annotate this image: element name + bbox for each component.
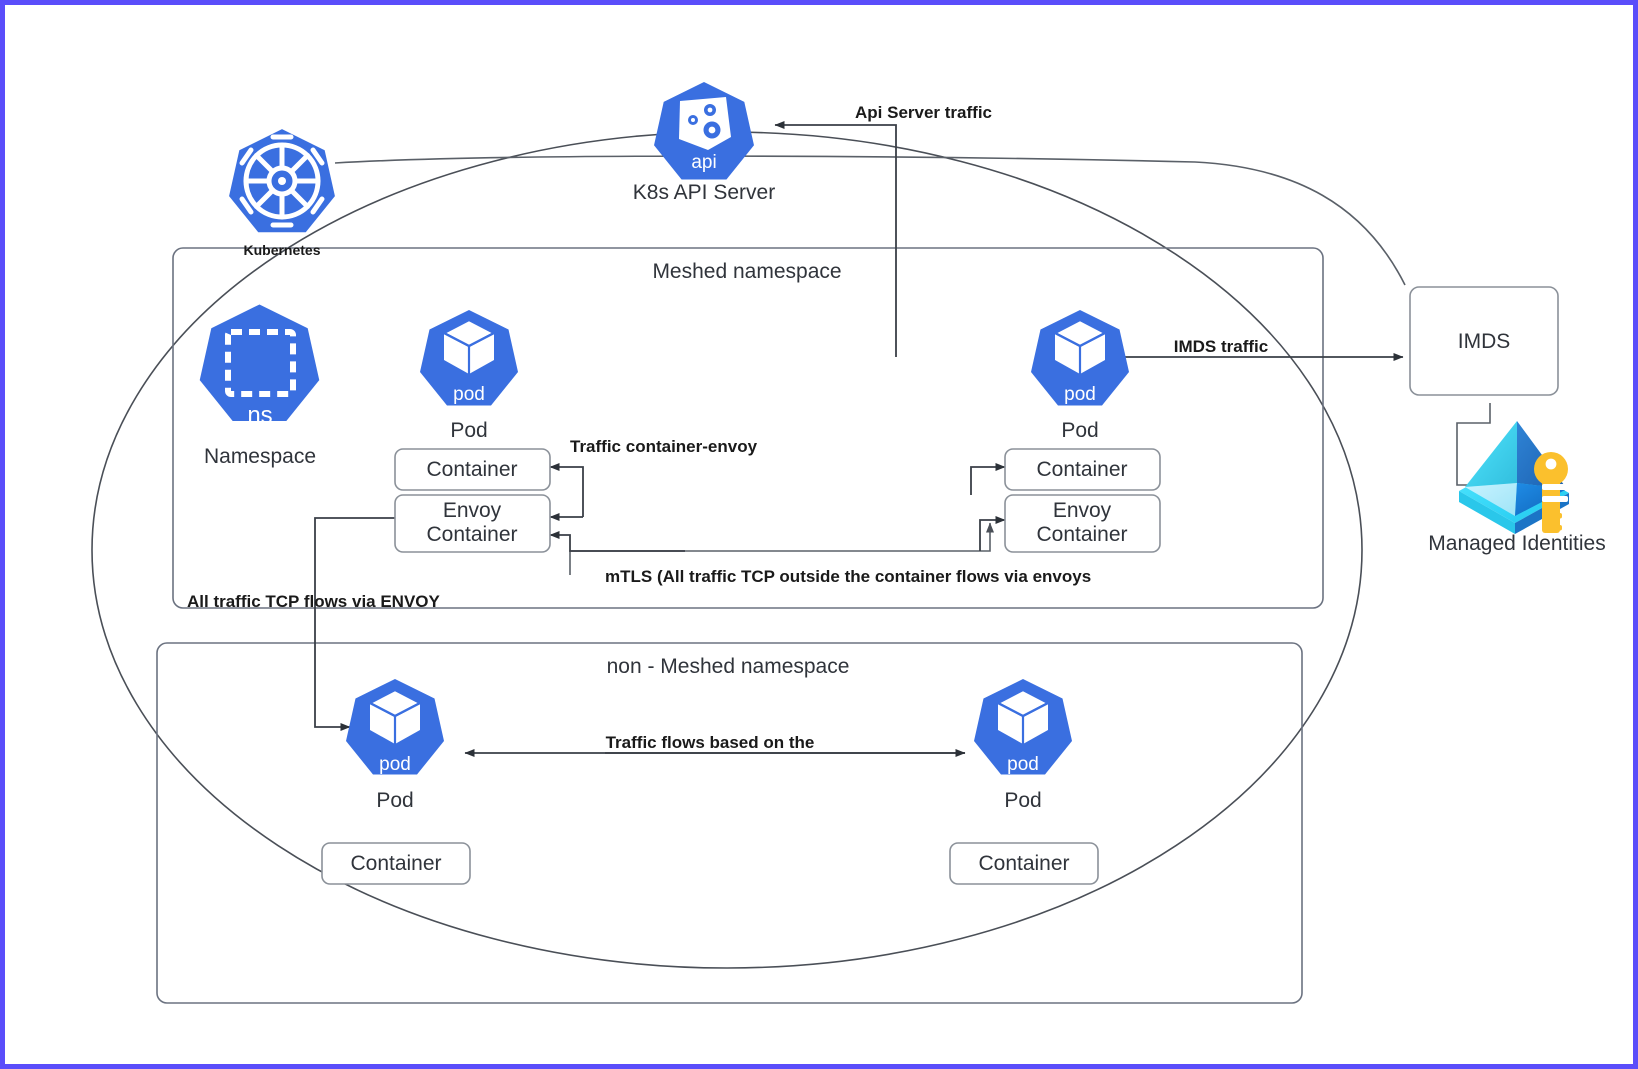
envoy-container-label-line1: Envoy: [1053, 499, 1112, 522]
edge-traffic-flows-based: Traffic flows based on the: [464, 733, 966, 757]
container-label: Container: [1036, 458, 1127, 481]
pod-badge: pod: [453, 384, 485, 405]
node-api-server[interactable]: api K8s API Server: [633, 82, 775, 204]
pod-cube-icon: [1052, 318, 1108, 374]
pod-cube-icon: [441, 318, 497, 374]
node-pod-meshed-left[interactable]: pod Pod Container Envoy Container: [394, 310, 551, 553]
meshed-namespace-group: Meshed namespace: [172, 247, 1324, 609]
edge-kubernetes-cluster-outline: [334, 155, 1406, 286]
kubernetes-ns-icon: [225, 329, 296, 397]
all-traffic-envoy-label: All traffic TCP flows via ENVOY: [187, 592, 441, 611]
envoy-container-box[interactable]: [1004, 494, 1161, 553]
node-pod-non-meshed-right[interactable]: pod Pod Container: [949, 679, 1099, 885]
kubernetes-api-icon: [679, 97, 731, 150]
kubernetes-label: Kubernetes: [243, 242, 320, 258]
container-box[interactable]: [321, 842, 471, 885]
imds-traffic-label: IMDS traffic: [1174, 337, 1268, 356]
imds-label: IMDS: [1458, 330, 1511, 353]
pod-label: Pod: [1061, 419, 1098, 442]
envoy-container-label-line2: Container: [426, 523, 517, 546]
pod-cube-icon: [995, 688, 1051, 744]
pod-badge: pod: [1064, 384, 1096, 405]
pod-label: Pod: [376, 789, 413, 812]
node-kubernetes[interactable]: Kubernetes: [229, 129, 335, 258]
container-box[interactable]: [949, 842, 1099, 885]
pod-badge: pod: [1007, 754, 1039, 775]
edge-imds-traffic: IMDS traffic: [1085, 337, 1404, 361]
node-namespace[interactable]: ns Namespace: [199, 304, 320, 468]
envoy-container-label-line2: Container: [1036, 523, 1127, 546]
node-pod-meshed-right[interactable]: pod Pod Container Envoy Container: [1004, 310, 1161, 553]
traffic-container-envoy-label: Traffic container-envoy: [570, 437, 758, 456]
architecture-diagram-svg: Meshed namespace non - Meshed namespace …: [91, 82, 1606, 1004]
envoy-container-label-line1: Envoy: [443, 499, 502, 522]
edge-right-pod-internal: [970, 463, 1006, 551]
namespace-label: Namespace: [204, 445, 316, 468]
non-meshed-namespace-group: non - Meshed namespace: [156, 642, 1303, 1004]
envoy-container-box[interactable]: [394, 494, 551, 553]
edge-api-server-traffic: Api Server traffic: [774, 103, 992, 357]
kubernetes-wheel-icon: [239, 134, 325, 228]
traffic-flows-based-label: Traffic flows based on the: [606, 733, 815, 752]
managed-identities-label: Managed Identities: [1428, 532, 1605, 555]
pod-badge: pod: [379, 754, 411, 775]
edge-traffic-container-envoy: Traffic container-envoy: [549, 437, 758, 521]
api-server-traffic-label: Api Server traffic: [855, 103, 992, 122]
node-pod-non-meshed-left[interactable]: pod Pod Container: [321, 679, 471, 885]
container-label: Container: [426, 458, 517, 481]
mtls-label: mTLS (All traffic TCP outside the contai…: [605, 567, 1091, 586]
container-label: Container: [350, 852, 441, 875]
edge-mtls: mTLS (All traffic TCP outside the contai…: [549, 522, 1091, 586]
api-server-badge: api: [691, 152, 716, 173]
edge-all-traffic-envoy: All traffic TCP flows via ENVOY: [187, 517, 441, 731]
pod-label: Pod: [450, 419, 487, 442]
namespace-badge: ns: [247, 402, 272, 429]
pod-label: Pod: [1004, 789, 1041, 812]
non-meshed-namespace-label: non - Meshed namespace: [607, 655, 850, 678]
container-box[interactable]: [1004, 448, 1161, 491]
container-label: Container: [978, 852, 1069, 875]
api-server-label: K8s API Server: [633, 181, 775, 204]
node-imds[interactable]: IMDS: [1409, 286, 1559, 396]
pod-cube-icon: [367, 688, 423, 744]
container-box[interactable]: [394, 448, 551, 491]
azure-managed-identity-icon: [1459, 421, 1569, 534]
node-managed-identities[interactable]: Managed Identities: [1428, 421, 1606, 555]
meshed-namespace-label: Meshed namespace: [652, 260, 841, 283]
